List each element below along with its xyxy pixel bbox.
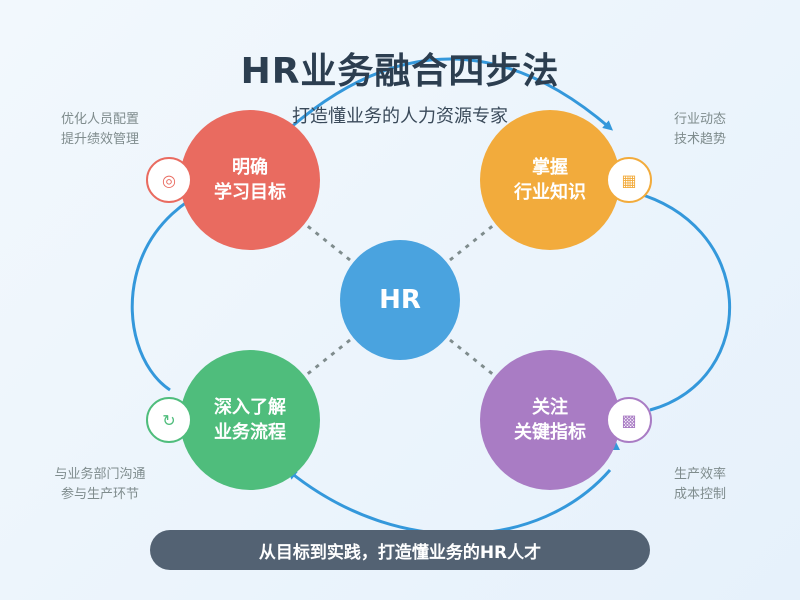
book-icon: ▦ xyxy=(606,157,652,203)
note-key-metrics-line2: 成本控制 xyxy=(673,487,726,502)
step-industry-knowledge-line1: 掌握 xyxy=(532,157,568,178)
step-key-metrics-line2: 关键指标 xyxy=(514,422,586,443)
step-key-metrics-line1: 关注 xyxy=(532,397,568,418)
step-key-metrics: 关注 关键指标 xyxy=(480,350,620,490)
note-set-goals-line1: 优化人员配置 xyxy=(60,112,139,127)
connector-line-top-right xyxy=(449,218,501,262)
note-business-process-line1: 与业务部门沟通 xyxy=(54,467,146,482)
connector-line-bottom-left xyxy=(299,338,351,382)
note-set-goals-line2: 提升绩效管理 xyxy=(60,132,139,147)
note-set-goals: 优化人员配置 提升绩效管理 xyxy=(40,110,160,150)
note-industry-knowledge-line2: 技术趋势 xyxy=(673,132,726,147)
step-industry-knowledge: 掌握 行业知识 xyxy=(480,110,620,250)
footer-banner: 从目标到实践，打造懂业务的HR人才 xyxy=(150,530,650,570)
note-business-process-line2: 参与生产环节 xyxy=(60,487,139,502)
note-industry-knowledge: 行业动态 技术趋势 xyxy=(640,110,760,150)
process-icon: ↻ xyxy=(146,397,192,443)
step-set-goals-line1: 明确 xyxy=(232,157,268,178)
hub-hr: HR xyxy=(340,240,460,360)
step-industry-knowledge-line2: 行业知识 xyxy=(514,182,586,203)
step-set-goals: 明确 学习目标 xyxy=(180,110,320,250)
step-business-process: 深入了解 业务流程 xyxy=(180,350,320,490)
note-business-process: 与业务部门沟通 参与生产环节 xyxy=(40,465,160,505)
note-industry-knowledge-line1: 行业动态 xyxy=(673,112,726,127)
cycle-arrow-top xyxy=(289,57,614,131)
page-subtitle: 打造懂业务的人力资源专家 xyxy=(292,106,508,127)
step-set-goals-line2: 学习目标 xyxy=(214,182,286,203)
step-business-process-line2: 业务流程 xyxy=(214,422,286,443)
chart-icon: ▩ xyxy=(606,397,652,443)
step-business-process-line1: 深入了解 xyxy=(214,397,286,418)
target-icon: ◎ xyxy=(146,157,192,203)
hub-label: HR xyxy=(379,285,421,315)
connector-line-bottom-right xyxy=(449,338,501,382)
note-key-metrics-line1: 生产效率 xyxy=(673,467,726,482)
note-key-metrics: 生产效率 成本控制 xyxy=(640,465,760,505)
page-title: HR业务融合四步法 xyxy=(240,51,560,92)
connector-line-top-left xyxy=(299,218,351,262)
cycle-arrow-right xyxy=(624,188,732,412)
